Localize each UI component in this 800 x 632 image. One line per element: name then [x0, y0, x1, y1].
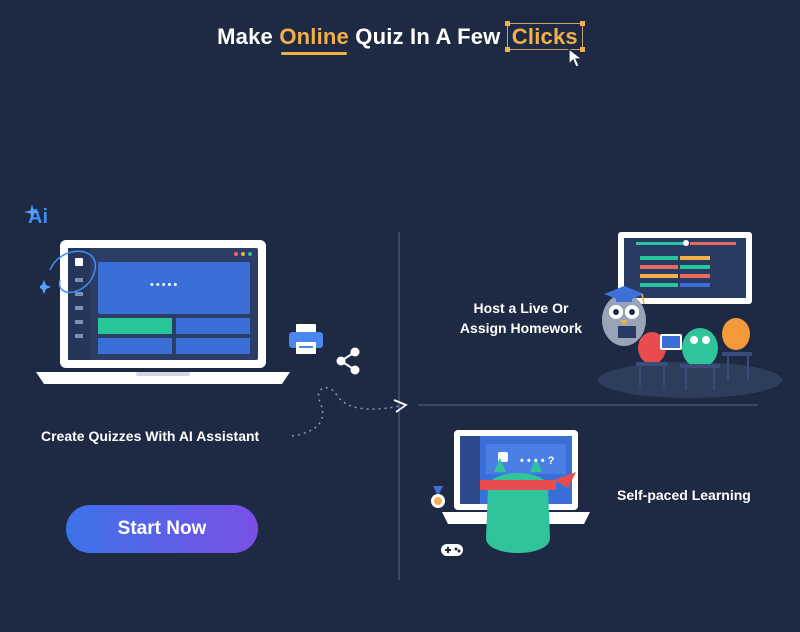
self-paced-laptop-illustration: [442, 430, 590, 553]
self-paced-screen-text: • • • • ?: [520, 455, 555, 467]
title-prefix: Make: [217, 24, 280, 49]
printer-icon: [289, 324, 323, 354]
horizontal-divider: [418, 404, 758, 406]
start-now-button[interactable]: Start Now: [66, 505, 258, 553]
host-caption-line2: Assign Homework: [459, 320, 583, 336]
sparkle-icon: [24, 204, 40, 220]
vertical-divider: [398, 232, 400, 580]
cursor-icon: [568, 48, 584, 68]
gamepad-icon: [441, 544, 463, 556]
self-paced-caption: Self-paced Learning: [617, 487, 751, 503]
ai-swirl-decoration: [40, 250, 96, 294]
title-highlight-online: Online: [279, 24, 349, 49]
graduation-cap-icon: [604, 286, 645, 305]
title-middle: Quiz In A Few: [348, 24, 507, 49]
title-highlight-clicks: Clicks: [504, 21, 585, 52]
classroom-illustration: [598, 232, 782, 398]
medal-icon: [431, 486, 445, 508]
laptop-screen-question: •••••: [150, 279, 180, 291]
host-caption: Host a Live Or Assign Homework: [446, 298, 596, 338]
share-icon: [336, 347, 360, 375]
host-caption-line1: Host a Live Or: [473, 300, 569, 316]
ai-caption: Create Quizzes With AI Assistant: [41, 428, 260, 444]
ai-laptop-illustration: [36, 240, 290, 384]
title-clicks-text: Clicks: [511, 24, 578, 49]
arrow-icon: [291, 386, 408, 437]
page-title: Make Online Quiz In A Few Clicks: [0, 21, 800, 52]
